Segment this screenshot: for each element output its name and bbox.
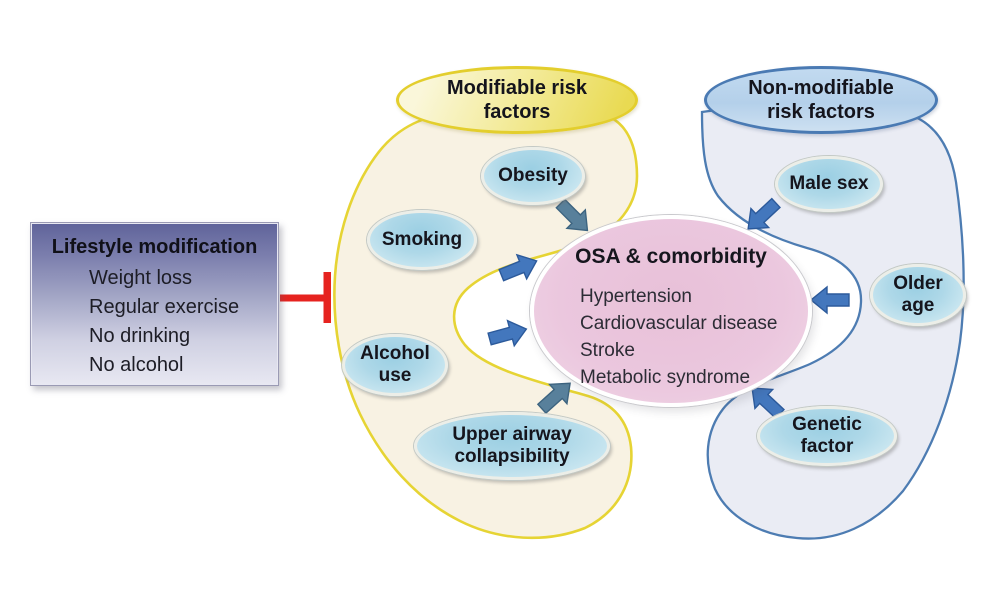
alcohol-use-arrow <box>487 319 528 348</box>
factor-ellipse-smoking: Smoking <box>367 210 477 270</box>
inhibitor-line <box>280 294 327 302</box>
lifestyle-item: No alcohol <box>89 354 184 376</box>
factor-label: Genetic factor <box>792 414 862 457</box>
comorbidity-item: Cardiovascular disease <box>580 313 778 334</box>
lifestyle-item-list: Weight loss Regular exercise No drinking… <box>31 264 278 380</box>
smoking-arrow <box>498 253 538 282</box>
factor-label: Upper airway collapsibility <box>452 424 572 467</box>
factor-ellipse-upper-airway-collapsibility: Upper airway collapsibility <box>414 412 610 480</box>
male-sex-arrow <box>747 197 781 230</box>
nonmodifiable-title: Non-modifiable risk factors <box>748 77 894 123</box>
factor-label: Male sex <box>789 173 869 195</box>
factor-label: Alcohol use <box>360 343 430 386</box>
upper-airway-arrow <box>536 382 571 415</box>
osa-comorbidity-ellipse: OSA & comorbidity Hypertension Cardiovas… <box>530 215 812 407</box>
comorbidity-item: Stroke <box>580 340 635 361</box>
factor-ellipse-obesity: Obesity <box>481 147 585 205</box>
lifestyle-modification-box: Lifestyle modification Weight loss Regul… <box>30 222 279 386</box>
factor-label: Older age <box>893 273 943 316</box>
factor-label: Smoking <box>381 229 463 251</box>
inhibitor-bar <box>323 272 331 323</box>
comorbidity-item: Metabolic syndrome <box>580 367 751 388</box>
modifiable-title-ellipse: Modifiable risk factors <box>396 66 638 134</box>
factor-ellipse-genetic-factor: Genetic factor <box>757 406 897 466</box>
inhibitor-connector <box>280 272 331 323</box>
comorbidity-list: Hypertension Cardiovascular disease Stro… <box>580 283 778 391</box>
factor-ellipse-alcohol-use: Alcohol use <box>342 334 448 396</box>
older-age-arrow <box>809 285 850 315</box>
lifestyle-title: Lifestyle modification <box>51 236 258 258</box>
lifestyle-item: Regular exercise <box>89 296 240 318</box>
genetic-factor-arrow <box>751 387 785 420</box>
osa-comorbidity-title: OSA & comorbidity <box>575 245 767 268</box>
comorbidity-item: Hypertension <box>580 286 692 307</box>
factor-label: Obesity <box>498 165 568 187</box>
modifiable-title: Modifiable risk factors <box>446 77 588 123</box>
nonmodifiable-title-ellipse: Non-modifiable risk factors <box>704 66 938 134</box>
lifestyle-item: No drinking <box>89 325 191 347</box>
obesity-arrow <box>555 198 589 232</box>
factor-ellipse-male-sex: Male sex <box>775 156 883 212</box>
factor-ellipse-older-age: Older age <box>870 264 966 326</box>
lifestyle-item: Weight loss <box>89 267 193 289</box>
